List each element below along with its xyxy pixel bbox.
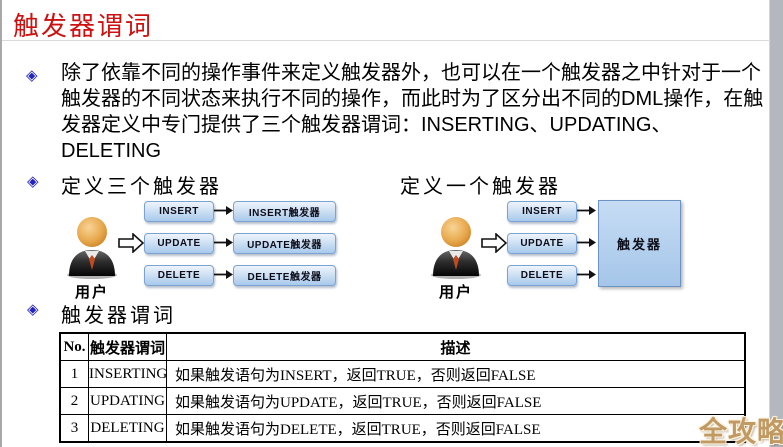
operation-box-delete: DELETE (507, 265, 577, 286)
section-heading-predicates: 触发器谓词 (61, 305, 176, 327)
block-arrow-icon (481, 233, 507, 253)
left-border (0, 0, 2, 447)
cell-predicate: INSERTING (88, 360, 167, 388)
cell-no: 1 (59, 360, 89, 388)
flow-arrow-icon (214, 270, 233, 279)
operation-box-delete: DELETE (144, 265, 214, 286)
intro-paragraph: 除了依靠不同的操作事件来定义触发器外，也可以在一个触发器之中针对于一个触发器的不… (61, 62, 764, 162)
diamond-bullet-icon: ◈ (26, 67, 38, 84)
flow-arrow-icon (214, 206, 233, 215)
cell-predicate: UPDATING (88, 387, 167, 415)
diamond-bullet-icon: ◈ (27, 173, 39, 190)
scrollbar[interactable] (769, 0, 783, 447)
flow-arrow-icon (577, 270, 596, 279)
cell-no: 3 (59, 414, 89, 443)
user-icon (431, 217, 481, 279)
column-header-no: No. (59, 332, 89, 361)
cell-desc: 如果触发语句为INSERT，返回TRUE，否则返回FALSE (166, 360, 746, 388)
diamond-bullet-icon: ◈ (27, 301, 39, 318)
operation-box-insert: INSERT (144, 201, 214, 222)
operation-box-update: UPDATE (507, 233, 577, 254)
table-row: 3 DELETING 如果触发语句为DELETE，返回TRUE，否则返回FALS… (59, 414, 746, 443)
operation-box-update: UPDATE (144, 233, 214, 254)
watermark: 全攻略 (698, 416, 783, 447)
title-divider (2, 40, 770, 41)
column-header-predicate: 触发器谓词 (88, 332, 167, 361)
user-label: 用户 (74, 284, 109, 301)
user-label: 用户 (438, 284, 473, 301)
block-arrow-icon (118, 233, 144, 253)
operation-box-insert: INSERT (507, 201, 577, 222)
section-heading-one-trigger: 定义一个触发器 (400, 176, 561, 198)
predicate-table: No. 触发器谓词 描述 1 INSERTING 如果触发语句为INSERT，返… (59, 332, 746, 443)
table-row: 1 INSERTING 如果触发语句为INSERT，返回TRUE，否则返回FAL… (59, 360, 746, 388)
page-title: 触发器谓词 (13, 11, 154, 41)
flow-arrow-icon (577, 206, 596, 215)
cell-no: 2 (59, 387, 89, 415)
flow-arrow-icon (577, 238, 596, 247)
table-row: 2 UPDATING 如果触发语句为UPDATE，返回TRUE，否则返回FALS… (59, 387, 746, 415)
cell-predicate: DELETING (88, 414, 167, 443)
trigger-box-insert: INSERT触发器 (233, 201, 336, 222)
cell-desc: 如果触发语句为UPDATE，返回TRUE，否则返回FALSE (166, 387, 746, 415)
table-header-row: No. 触发器谓词 描述 (59, 332, 746, 361)
trigger-box-update: UPDATE触发器 (233, 233, 336, 254)
trigger-box-single: 触发器 (598, 200, 681, 287)
trigger-box-delete: DELETE触发器 (233, 265, 336, 286)
flow-arrow-icon (214, 238, 233, 247)
column-header-desc: 描述 (166, 332, 746, 361)
section-heading-three-triggers: 定义三个触发器 (61, 176, 222, 198)
cell-desc: 如果触发语句为DELETE，返回TRUE，否则返回FALSE (166, 414, 746, 443)
user-icon (67, 217, 117, 279)
